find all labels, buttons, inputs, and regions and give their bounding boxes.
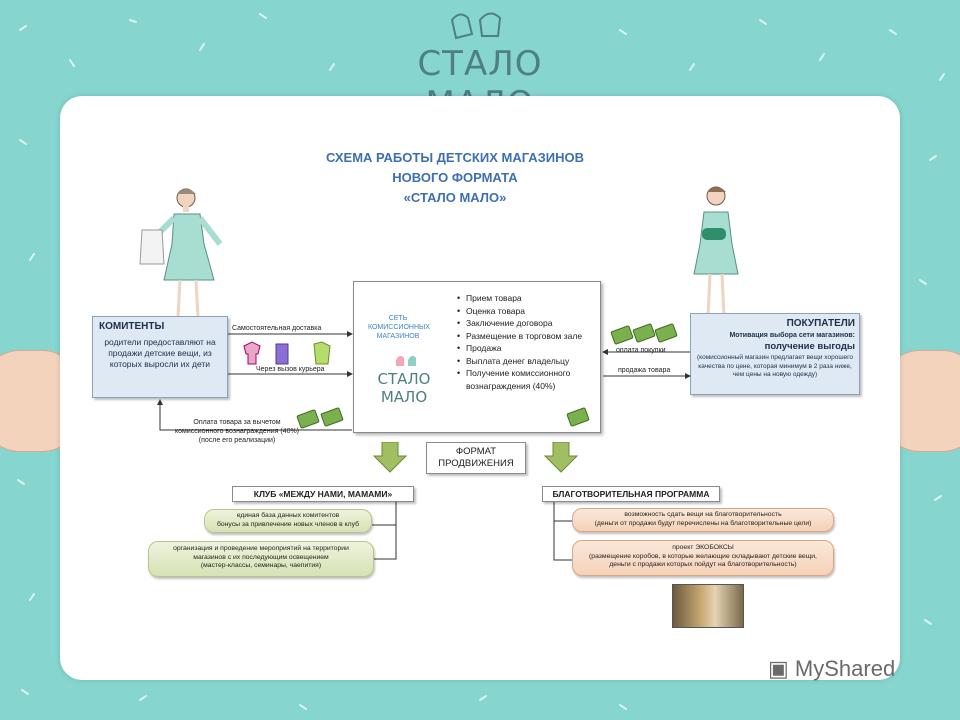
network-label-2: КОМИССИОННЫХ [368,324,430,331]
watermark-text: MyShared [794,656,896,681]
network-label-3: МАГАЗИНОВ [376,333,420,340]
network-label-1: СЕТЬ [388,315,408,322]
club-item-1-line-2: бонусы за привлечение новых членов в клу… [217,520,359,528]
process-item: Прием товара [457,292,606,305]
clothes-icon [243,341,331,365]
payment-label-1: Оплата товара за вычетом [193,419,281,426]
courier-label: Через вызов курьера [256,366,325,373]
diagram-title: СХЕМА РАБОТЫ ДЕТСКИХ МАГАЗИНОВ НОВОГО ФО… [290,148,620,208]
payment-label: Оплата товара за вычетом комиссионного в… [172,418,302,445]
center-logo: СТАЛО МАЛО [377,370,431,406]
charity-item-2-line-1: проект ЭКОБОКСЫ [672,544,734,551]
network-label: СЕТЬ КОМИССИОННЫХ МАГАЗИНОВ [368,314,430,341]
process-item: Заключение договора [457,317,606,330]
ecobox-photo [672,584,744,628]
process-item: Выплата денег владельцу [457,355,606,368]
club-item-1: единая база данных комитентов бонусы за … [204,509,372,533]
pokupateli-gain: получение выгоды [764,341,855,352]
pokupateli-motivation: Мотивация выбора сети магазинов: [729,332,855,339]
pokupateli-text: (комиссионный магазин предлагает вещи хо… [697,354,853,378]
komitenty-heading: КОМИТЕНТЫ [99,321,165,332]
self-delivery-label: Самостоятельная доставка [232,325,322,332]
down-arrow-left [372,442,408,473]
payment-label-2: комиссионного вознаграждения (40%) [174,428,300,435]
charity-item-2-line-2: (размещение коробов, в которые желающие … [589,552,817,560]
pokupateli-box: ПОКУПАТЕЛИ Мотивация выбора сети магазин… [690,313,860,395]
komitenty-box: КОМИТЕНТЫ родители предоставляют на прод… [92,316,228,398]
club-item-2-line-3: (мастер-классы, семинары, чаепития) [200,562,322,569]
process-list: Прием товара Оценка товара Заключение до… [456,292,606,392]
club-item-1-line-1: единая база данных комитентов [236,512,340,519]
mittens-icon [450,12,502,40]
center-network-box: СЕТЬ КОМИССИОННЫХ МАГАЗИНОВ СТАЛО МАЛО П… [353,281,601,433]
myshared-watermark: ▣ MyShared [768,656,895,682]
charity-item-1-line-2: (деньги от продажи будут перечислены на … [594,519,812,527]
watermark-icon: ▣ [768,656,795,681]
down-arrow-right [543,442,579,473]
format-line-2: ПРОДВИЖЕНИЯ [438,458,514,469]
title-line-1: СХЕМА РАБОТЫ ДЕТСКИХ МАГАЗИНОВ [325,150,585,165]
process-item: Получение комиссионного вознаграждения (… [457,367,606,392]
title-line-2: НОВОГО ФОРМАТА [392,170,518,185]
pokupateli-heading: ПОКУПАТЕЛИ [786,318,855,329]
title-line-3: «СТАЛО МАЛО» [403,190,507,205]
club-item-2-line-2: магазинов с их последующим освещением [193,553,329,561]
komitenty-text: родители предоставляют на продажи детски… [104,337,216,369]
charity-item-1-line-1: возможность сдать вещи на благотворитель… [624,511,782,518]
charity-heading: БЛАГОТВОРИТЕЛЬНАЯ ПРОГРАММА [542,486,720,502]
club-heading: КЛУБ «МЕЖДУ НАМИ, МАМАМИ» [232,486,414,502]
format-box: ФОРМАТ ПРОДВИЖЕНИЯ [426,442,526,474]
goods-sale-label: продажа товара [618,367,671,374]
charity-item-2: проект ЭКОБОКСЫ (размещение коробов, в к… [572,540,834,576]
charity-item-2-line-3: деньги с продажи которых пойдут на благо… [609,561,797,568]
mother-illustration-left [139,188,223,319]
format-line-1: ФОРМАТ [455,446,497,457]
process-item: Продажа [457,342,606,355]
charity-item-1: возможность сдать вещи на благотворитель… [572,508,834,532]
mother-illustration-right [693,186,739,317]
club-item-2: организация и проведение мероприятий на … [148,541,374,577]
process-item: Размещение в торговом зале [457,330,606,343]
small-mittens-icon [396,355,416,366]
purchase-payment-label: оплата покупки [616,347,666,354]
payment-label-3: (после его реализации) [198,437,276,444]
club-item-2-line-1: организация и проведение мероприятий на … [173,545,349,552]
process-item: Оценка товара [457,305,606,318]
